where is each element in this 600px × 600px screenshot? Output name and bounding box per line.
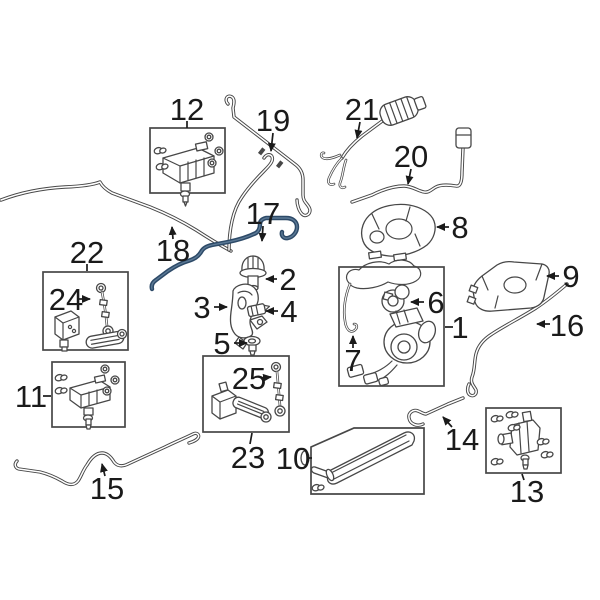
callout-10[interactable]: 10 [276, 441, 312, 476]
callout-label-7: 7 [344, 343, 361, 378]
callout-label-18: 18 [156, 233, 190, 268]
callout-12[interactable]: 12 [170, 92, 204, 128]
callout-label-22: 22 [70, 235, 104, 270]
callout-label-23: 23 [231, 440, 265, 475]
part-9-bracket [466, 260, 550, 312]
callout-label-17: 17 [246, 196, 280, 231]
callout-label-10: 10 [276, 441, 310, 476]
callout-arrow-19 [267, 132, 276, 152]
part-1-compressor-assembly [342, 259, 437, 387]
callout-2[interactable]: 2 [265, 262, 297, 297]
callout-label-19: 19 [256, 103, 290, 138]
callout-25[interactable]: 25 [232, 361, 272, 396]
callout-label-2: 2 [279, 262, 296, 297]
callout-arrow-25 [260, 373, 272, 382]
callout-label-6: 6 [427, 285, 444, 320]
callout-19[interactable]: 19 [256, 103, 290, 152]
hose-clip [275, 160, 284, 169]
bellows [379, 96, 427, 126]
hose-clip [257, 147, 266, 156]
callout-1[interactable]: 1 [445, 310, 469, 345]
callout-leader-23 [249, 432, 253, 445]
callout-label-15: 15 [90, 471, 124, 506]
callout-15[interactable]: 15 [90, 463, 124, 506]
hose-21-actuator [319, 96, 427, 190]
callout-arrow-21 [354, 121, 363, 139]
callout-label-16: 16 [550, 308, 584, 343]
callout-22[interactable]: 22 [70, 235, 104, 271]
callout-label-5: 5 [213, 326, 230, 361]
callout-label-11: 11 [15, 379, 47, 414]
callout-label-20: 20 [394, 139, 428, 174]
callout-5[interactable]: 5 [213, 326, 248, 361]
part-6-solenoid [381, 284, 410, 313]
callout-label-13: 13 [510, 474, 544, 509]
callout-label-3: 3 [193, 290, 210, 325]
callout-16[interactable]: 16 [536, 308, 584, 343]
part-25-link [270, 361, 286, 417]
callout-label-4: 4 [280, 294, 297, 329]
callout-13[interactable]: 13 [510, 473, 544, 509]
callout-label-25: 25 [232, 361, 266, 396]
callout-arrow-14 [442, 416, 453, 428]
part-5-grommet [243, 335, 261, 356]
part-12-valve-bracket [152, 132, 224, 207]
hose-19 [224, 94, 312, 218]
hose-20 [350, 127, 472, 204]
part-4-clip [246, 303, 271, 318]
callout-label-14: 14 [445, 422, 479, 457]
part-13-valve-kit [489, 408, 555, 470]
callout-label-8: 8 [451, 210, 468, 245]
callout-label-1: 1 [451, 310, 468, 345]
callout-21[interactable]: 21 [345, 92, 379, 139]
callout-20[interactable]: 20 [394, 139, 428, 185]
callout-23[interactable]: 23 [231, 432, 265, 475]
callout-8[interactable]: 8 [436, 210, 469, 245]
callout-18[interactable]: 18 [156, 226, 190, 268]
callout-11[interactable]: 11 [15, 379, 51, 414]
callout-label-24: 24 [49, 282, 83, 317]
part-10-silencer [300, 431, 416, 494]
callout-arrow-20 [405, 168, 414, 185]
callout-9[interactable]: 9 [546, 259, 580, 294]
callout-label-21: 21 [345, 92, 379, 127]
callout-label-9: 9 [562, 259, 579, 294]
callout-3[interactable]: 3 [193, 290, 228, 325]
callout-arrow-17 [258, 225, 267, 242]
callout-label-12: 12 [170, 92, 204, 127]
part-22-sensor-kit [54, 282, 128, 352]
part-8-housing [360, 203, 436, 262]
callout-14[interactable]: 14 [442, 416, 479, 457]
callout-4[interactable]: 4 [265, 294, 298, 329]
callout-6[interactable]: 6 [410, 285, 445, 320]
callout-leader-13 [521, 473, 525, 481]
callout-7[interactable]: 7 [344, 335, 362, 378]
callout-arrow-18 [168, 226, 177, 240]
callout-17[interactable]: 17 [246, 196, 280, 242]
part-23-sensor-kit [211, 361, 286, 423]
hose-20-connector-cap [455, 127, 472, 149]
part-11-valve-bracket [53, 364, 120, 430]
callout-24[interactable]: 24 [49, 282, 91, 317]
callout-arrow-15 [100, 463, 108, 477]
